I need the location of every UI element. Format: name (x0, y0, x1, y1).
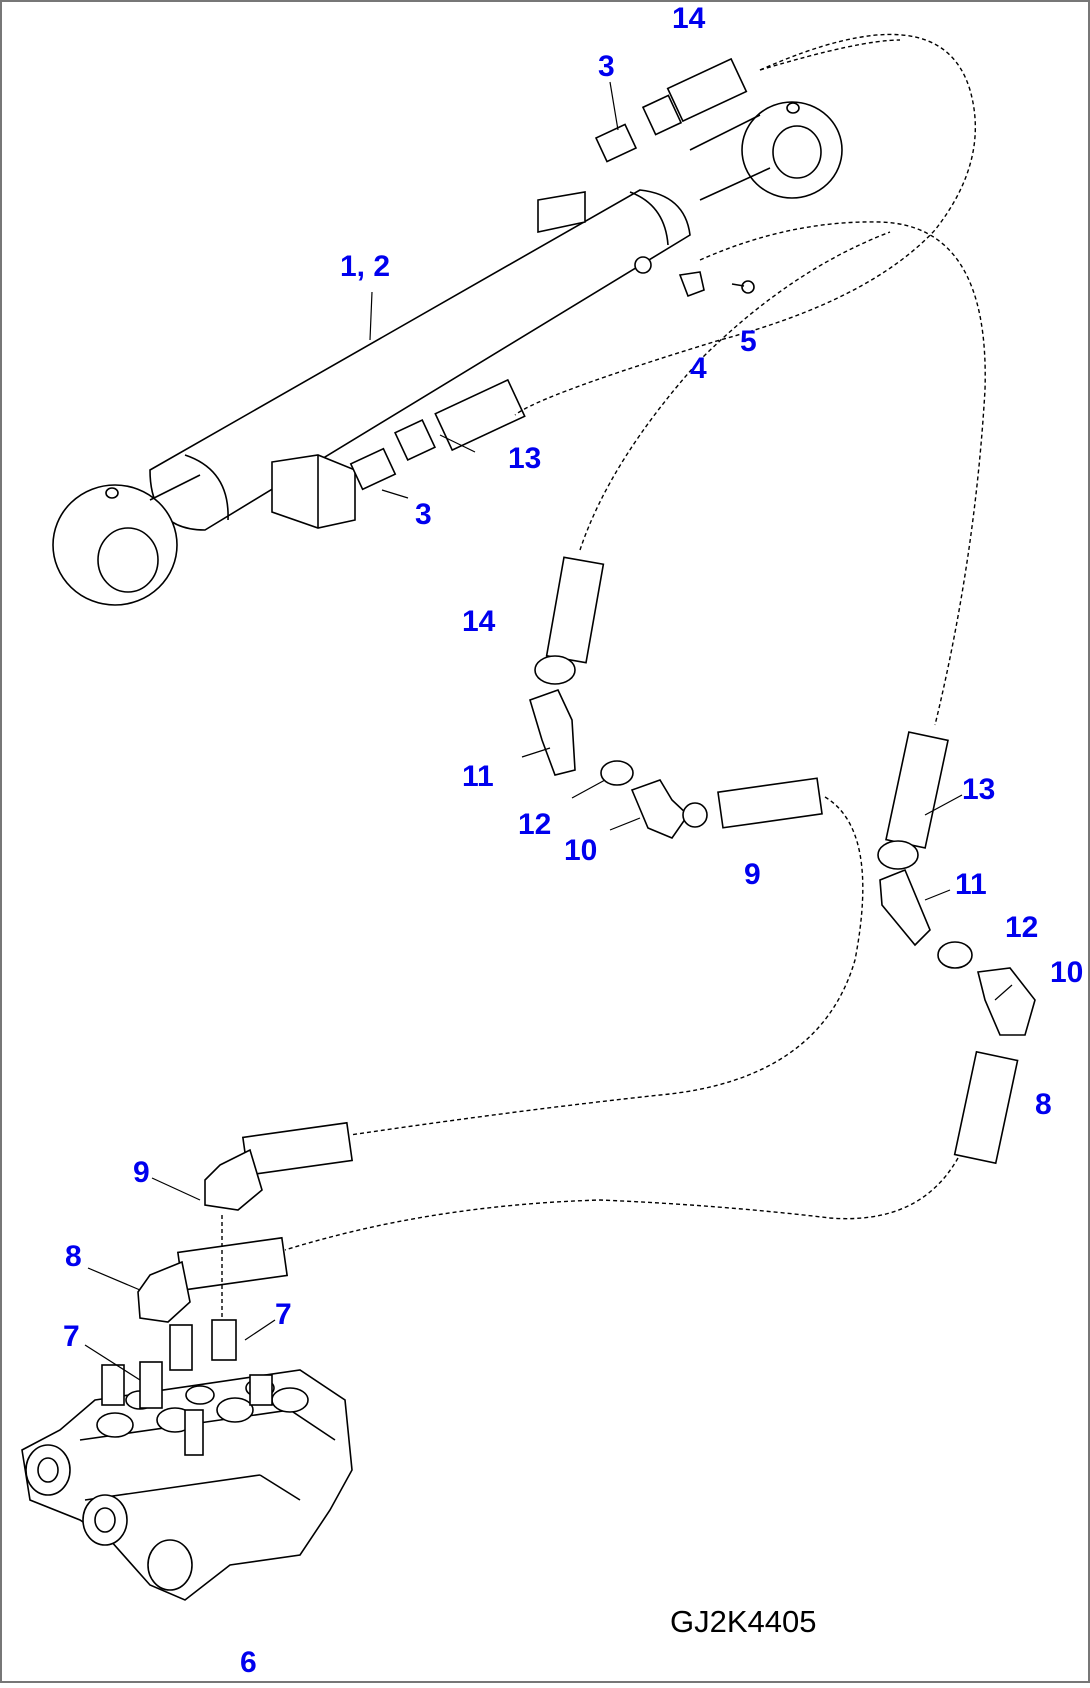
callout-14-upper: 14 (672, 2, 706, 35)
port-block-lower (271, 454, 356, 529)
callout-3-lower: 3 (415, 498, 432, 531)
leader-lines (84, 81, 1013, 1381)
upper-fittings (594, 57, 748, 163)
clamp (678, 271, 705, 298)
callout-9-lower: 9 (133, 1156, 150, 1189)
callout-12-right: 12 (1005, 911, 1039, 944)
hose-end-8-lower (176, 1236, 289, 1291)
hydraulic-cylinder (52, 101, 843, 606)
elbow-8 (137, 1260, 191, 1323)
adapter-7 (211, 1319, 237, 1361)
callout-8-lower: 8 (65, 1240, 82, 1273)
cylinder-barrel (149, 189, 691, 531)
callout-14-lower: 14 (462, 605, 496, 638)
hose-9 (349, 796, 864, 1136)
adapter-7 (184, 1409, 204, 1456)
elbow-10-right (977, 967, 1036, 1036)
hose-14-lower (579, 231, 891, 551)
hose-end-14-lower (545, 556, 605, 664)
hose-end-9-lower (241, 1121, 354, 1176)
hose-end-14-upper (666, 57, 748, 123)
callout-7-right: 7 (275, 1298, 292, 1331)
fitting-group-left (529, 556, 823, 839)
lower-fittings (349, 378, 526, 491)
callout-6: 6 (240, 1646, 257, 1679)
elbow-10-left (630, 779, 690, 839)
callout-10-left: 10 (564, 834, 598, 867)
port-block-upper (537, 191, 586, 233)
callout-12-left: 12 (518, 808, 552, 841)
fitting-group-right (877, 731, 1036, 1165)
rod-eye-bore (772, 125, 822, 179)
elbow-11-right (879, 868, 931, 947)
callout-10-right: 10 (1050, 956, 1084, 989)
callout-7-left: 7 (63, 1320, 80, 1353)
callout-9-upper: 9 (744, 858, 761, 891)
hose-end-13-upper (434, 378, 526, 452)
adapter-7 (169, 1324, 193, 1371)
drawing-code: GJ2K4405 (670, 1604, 817, 1639)
hose-14 (514, 33, 976, 416)
callout-11-left: 11 (462, 760, 494, 793)
callout-1-2: 1, 2 (340, 250, 391, 283)
elbow-9 (204, 1148, 263, 1211)
callout-3-upper: 3 (598, 50, 615, 83)
hose-end-8-upper (953, 1050, 1019, 1165)
hose-8 (284, 1157, 959, 1251)
adapter-7 (249, 1374, 273, 1406)
callout-11-right: 11 (955, 868, 987, 901)
callout-8-right: 8 (1035, 1088, 1052, 1121)
callout-5: 5 (740, 325, 757, 358)
bolt (741, 280, 755, 294)
lower-hose-ends (137, 1121, 354, 1323)
hose-13 (699, 221, 986, 726)
callout-13-lower: 13 (962, 773, 996, 806)
adapter-7 (139, 1361, 163, 1409)
adapter-3-upper (594, 123, 638, 163)
o-ring-12-left (600, 760, 634, 786)
hose-end-9-upper (717, 777, 823, 829)
elbow-11-left (529, 689, 576, 776)
adapters-7 (101, 1319, 273, 1456)
callout-13-upper: 13 (508, 442, 542, 475)
adapter-3-lower (349, 447, 397, 491)
base-eye-bore (97, 527, 159, 593)
control-valve (21, 1369, 353, 1601)
adapter-7 (101, 1364, 125, 1406)
callout-4: 4 (690, 352, 707, 385)
hose-end-13-lower (885, 731, 949, 849)
o-ring-12-right (937, 941, 973, 969)
